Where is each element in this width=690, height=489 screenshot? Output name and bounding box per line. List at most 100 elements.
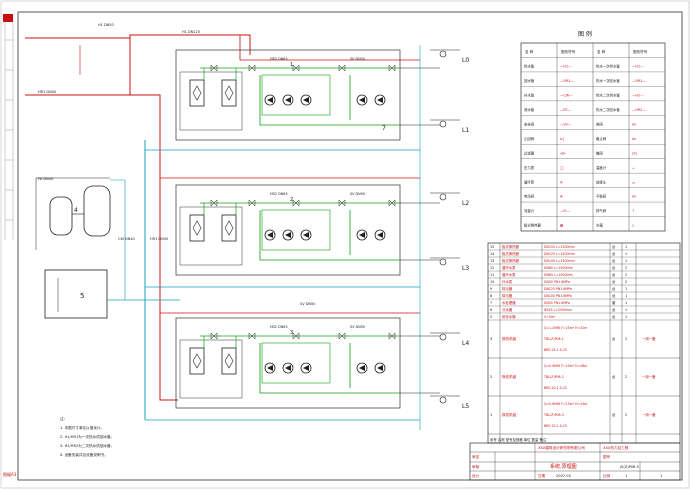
valve-icon (248, 199, 256, 207)
eq-name: 板式换热器 (502, 244, 520, 249)
pump-arrow-icon (377, 232, 383, 238)
legend-symbol: —SV— (560, 122, 572, 126)
pump-arrow-icon (285, 365, 291, 371)
plate-exchanger-icon (189, 79, 205, 107)
legend-name: 温度计 (596, 165, 607, 170)
label-hr1-main: HR1 DN50 (38, 90, 56, 94)
pump-arrow-icon (267, 97, 273, 103)
eq-group-spec: Q=0.6MW F=15m² H=24m (544, 402, 587, 406)
title-scale: 1 (625, 474, 627, 478)
eq-spec: DN125 PN1.6MPa (544, 287, 572, 291)
eq-header: 序号 名称 型号及规格 单位 数量 备注 (490, 437, 547, 442)
title-scale-label: 比例 (603, 473, 611, 478)
eq-qty: 1 (625, 315, 627, 319)
pump-arrow-icon (377, 97, 383, 103)
valve-icon (248, 64, 256, 72)
exchanger-symbol (224, 85, 234, 101)
eq-qty: 1 (625, 308, 627, 312)
title-org: XXX建筑设计研究院有限公司 (538, 445, 585, 450)
title-role-2: 审核 (472, 464, 480, 469)
legend-symbol: —HR2— (632, 108, 646, 112)
legend-symbol: ⊲⊳ (560, 151, 566, 155)
eq-spec: DN65 L=1500mm (544, 273, 573, 277)
unit-pipe-label: HR2 DN65 (270, 325, 288, 329)
page-mark-label: 图幅A3 (3, 471, 17, 477)
pump-arrow-icon (359, 232, 365, 238)
legend-symbol: ⊥ (632, 166, 635, 170)
legend-symbol: —H1— (632, 65, 644, 69)
title-project-no: JS(Z)P06-5 (619, 465, 639, 469)
legend-symbol: ⋈ (632, 122, 635, 126)
valve-icon (248, 332, 256, 340)
legend-symbol: —HR1— (560, 79, 574, 83)
legend-name: 软接头 (596, 179, 607, 184)
pump-icon (264, 362, 276, 374)
pump-icon (374, 229, 386, 241)
legend-symbol: ⊳| (560, 137, 564, 141)
title-block: XXX建筑设计研究院有限公司 XXX热力站工程 系统,原理图 审定 审核 设计 … (469, 442, 681, 481)
exchanger-symbol (192, 220, 202, 236)
eq-group-qty: 2 (625, 413, 627, 417)
eq-group-name: 换热机组 (502, 336, 517, 341)
valve-icon (388, 199, 396, 207)
unit-number: 3 (290, 330, 293, 336)
eq-group-unit: 台 (612, 412, 616, 417)
eq-name: 板式换热器 (502, 258, 520, 263)
eq-group-qty: 2 (625, 337, 627, 341)
note-line: 注: (60, 416, 65, 421)
unit-pipe-label: HR2 DN65 (270, 57, 288, 61)
eq-name: 循环水泵 (502, 265, 516, 270)
eq-group-remark: 一用一备 (642, 374, 656, 379)
eq-unit: 台 (612, 286, 616, 291)
legend-symbol: ⊕ (560, 180, 563, 184)
unit-sv-label: SV DN50 (350, 192, 365, 196)
boiler-tank-right (83, 185, 111, 237)
loop-valve-icon (439, 396, 447, 404)
pump-arrow-icon (285, 232, 291, 238)
page-mark-icon (3, 14, 13, 22)
eq-unit: 台 (612, 272, 616, 277)
eq-qty: 1 (625, 252, 627, 256)
eq-no: 8 (490, 294, 492, 298)
eq-group-unit: 台 (612, 336, 616, 341)
note-line: 2. H1/HR1为一次热水供回水管。 (60, 434, 114, 439)
eq-no: 5 (490, 315, 492, 319)
pump-icon (282, 362, 294, 374)
legend-grid: 名 称图形符号名 称图形符号供水管—H1—热水一次供水管—H1—回水管—HR1—… (521, 43, 665, 231)
supply-main-top (25, 34, 251, 55)
tank-label: 5 (80, 292, 84, 300)
pump-arrow-icon (359, 365, 365, 371)
legend-symbol: ▯ (632, 224, 634, 228)
loop-valve-icon (439, 193, 447, 201)
eq-no: 14 (490, 252, 494, 256)
legend-name: 流量计 (524, 208, 535, 213)
legend-title: 图 例 (578, 30, 592, 38)
eq-unit: 台 (612, 307, 616, 312)
eq-unit: 台 (612, 265, 616, 270)
plate-exchanger-icon (221, 347, 237, 375)
loop-label: L5 (462, 403, 469, 410)
supply-header-1 (239, 35, 420, 61)
pump-group-label: 7 (382, 125, 386, 132)
pump-icon (356, 362, 368, 374)
pump-arrow-icon (303, 97, 309, 103)
legend-symbol: ⋈ (632, 137, 635, 141)
exchanger-symbol (224, 220, 234, 236)
legend-header: 图形符号 (633, 49, 648, 54)
eq-name: 循环水泵 (502, 272, 516, 277)
valve-icon (292, 199, 300, 207)
eq-unit: 台 (612, 314, 616, 319)
pump-arrow-icon (267, 365, 273, 371)
softened-tank-group: 5 (44, 269, 180, 319)
loop-valve-icon (439, 50, 447, 58)
eq-no: 11 (490, 273, 494, 277)
eq-no: 12 (490, 266, 494, 270)
eq-no: 6 (490, 308, 492, 312)
boiler-group: 4 (35, 177, 111, 250)
unit-frame (175, 317, 401, 409)
secondary-return (259, 343, 400, 394)
pump-icon (300, 229, 312, 241)
eq-unit: 台 (612, 293, 616, 298)
